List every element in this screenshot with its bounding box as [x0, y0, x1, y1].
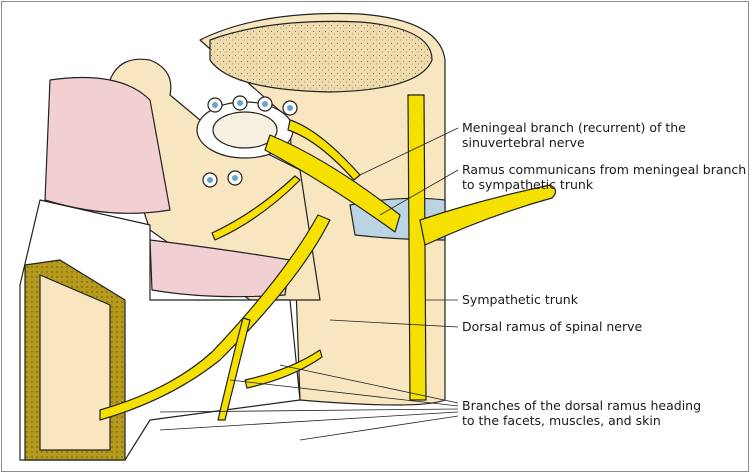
dorsal-ramus: [99, 214, 331, 421]
ramus-branch: [419, 184, 557, 246]
label-dorsal-branches: Branches of the dorsal ramus heading to …: [462, 398, 702, 428]
label-dorsal-ramus: Dorsal ramus of spinal nerve: [462, 319, 643, 334]
label-ramus-communicans: Ramus communicans from meningeal branch …: [462, 162, 747, 192]
muscle-lower: [149, 239, 291, 298]
sympathetic-trunk: [407, 94, 427, 401]
leader-lines: [159, 127, 459, 441]
vertebral-body: [199, 12, 446, 406]
label-sympathetic-trunk: Sympathetic trunk: [462, 292, 578, 307]
spinal-nerve: [264, 134, 401, 233]
label-meningeal-branch: Meningeal branch (recurrent) of the sinu…: [462, 120, 686, 150]
vertebral-endplate: [209, 20, 433, 93]
meningeal-branch: [287, 119, 361, 181]
nerves: [99, 94, 557, 421]
